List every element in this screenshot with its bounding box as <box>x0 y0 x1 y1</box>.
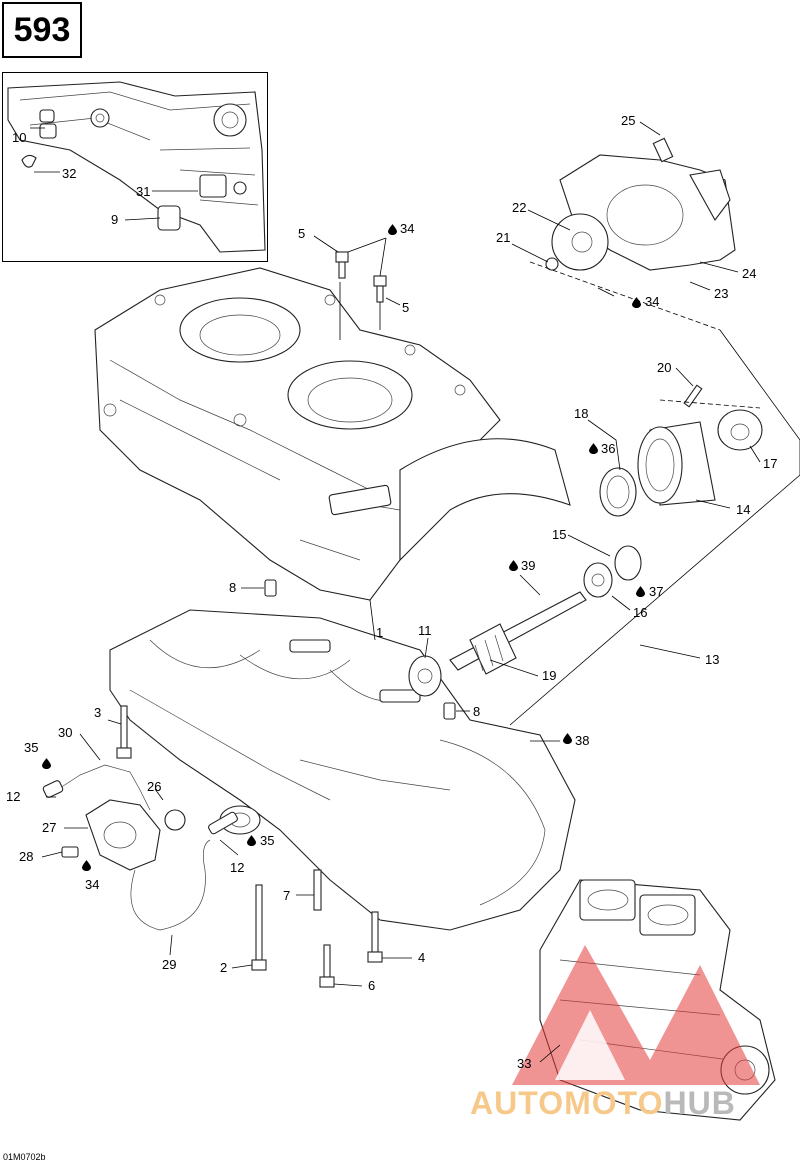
callout-5: 5 <box>298 226 305 241</box>
callout-24: 24 <box>742 266 756 281</box>
callout-39: 39 <box>521 558 535 573</box>
callout-19: 19 <box>542 668 556 683</box>
inset-drawing <box>7 81 266 253</box>
oil-drop-icon <box>509 560 518 571</box>
callout-12: 12 <box>230 860 244 875</box>
callout-3: 3 <box>94 705 101 720</box>
callout-35: 35 <box>260 833 274 848</box>
callout-31: 31 <box>136 184 150 199</box>
upper-crankcase <box>94 267 571 601</box>
page-number: 593 <box>2 2 82 58</box>
callout-8: 8 <box>229 580 236 595</box>
inset-frame <box>2 72 268 262</box>
water-pump-housing <box>545 137 736 271</box>
callout-12: 12 <box>6 789 20 804</box>
callout-5: 5 <box>402 300 409 315</box>
callout-1: 1 <box>376 625 383 640</box>
callout-22: 22 <box>512 200 526 215</box>
watermark: AUTOMOTOHUB <box>470 1085 800 1121</box>
callout-27: 27 <box>42 820 56 835</box>
oil-drop-icon <box>388 224 397 235</box>
oil-drop-icon <box>42 758 51 769</box>
leader-lines <box>30 121 761 1063</box>
callout-37: 37 <box>649 584 663 599</box>
callout-10: 10 <box>12 130 26 145</box>
callout-26: 26 <box>147 779 161 794</box>
callout-2: 2 <box>220 960 227 975</box>
callout-34: 34 <box>400 221 414 236</box>
callout-25: 25 <box>621 113 635 128</box>
callout-6: 6 <box>368 978 375 993</box>
callout-4: 4 <box>418 950 425 965</box>
oil-drop-icon <box>636 586 645 597</box>
oil-drop-icon <box>563 733 572 744</box>
callout-13: 13 <box>705 652 719 667</box>
callout-17: 17 <box>763 456 777 471</box>
callout-20: 20 <box>657 360 671 375</box>
callout-38: 38 <box>575 733 589 748</box>
callout-18: 18 <box>574 406 588 421</box>
engine-thumbnail <box>512 879 776 1121</box>
callout-33: 33 <box>517 1056 531 1071</box>
callout-15: 15 <box>552 527 566 542</box>
callout-32: 32 <box>62 166 76 181</box>
callout-labels: 10 32 31 9 5 34 5 25 22 21 24 23 34 20 1… <box>6 113 777 1071</box>
callout-29: 29 <box>162 957 176 972</box>
oil-drop-icon <box>589 443 598 454</box>
callout-28: 28 <box>19 849 33 864</box>
callout-34: 34 <box>85 877 99 892</box>
callout-11: 11 <box>418 623 432 638</box>
oil-drop-icon <box>247 835 256 846</box>
watermark-text: AUTOMOTOHUB <box>470 1085 736 1121</box>
oil-drop-icon <box>82 860 91 871</box>
callout-34: 34 <box>645 294 659 309</box>
lower-crankcase <box>109 609 576 931</box>
bolts-studs <box>116 251 703 988</box>
seals-bearings-shaft <box>264 409 763 720</box>
oil-pump-assembly <box>42 764 238 931</box>
callout-30: 30 <box>58 725 72 740</box>
callout-8: 8 <box>473 704 480 719</box>
grouping-lines <box>339 261 800 726</box>
callout-14: 14 <box>736 502 750 517</box>
callout-16: 16 <box>633 605 647 620</box>
callout-21: 21 <box>496 230 510 245</box>
oil-drop-icon <box>632 297 641 308</box>
callout-36: 36 <box>601 441 615 456</box>
callout-9: 9 <box>111 212 118 227</box>
callout-7: 7 <box>283 888 290 903</box>
callout-35: 35 <box>24 740 38 755</box>
callout-23: 23 <box>714 286 728 301</box>
figure-code: 01M0702b <box>3 1152 46 1162</box>
